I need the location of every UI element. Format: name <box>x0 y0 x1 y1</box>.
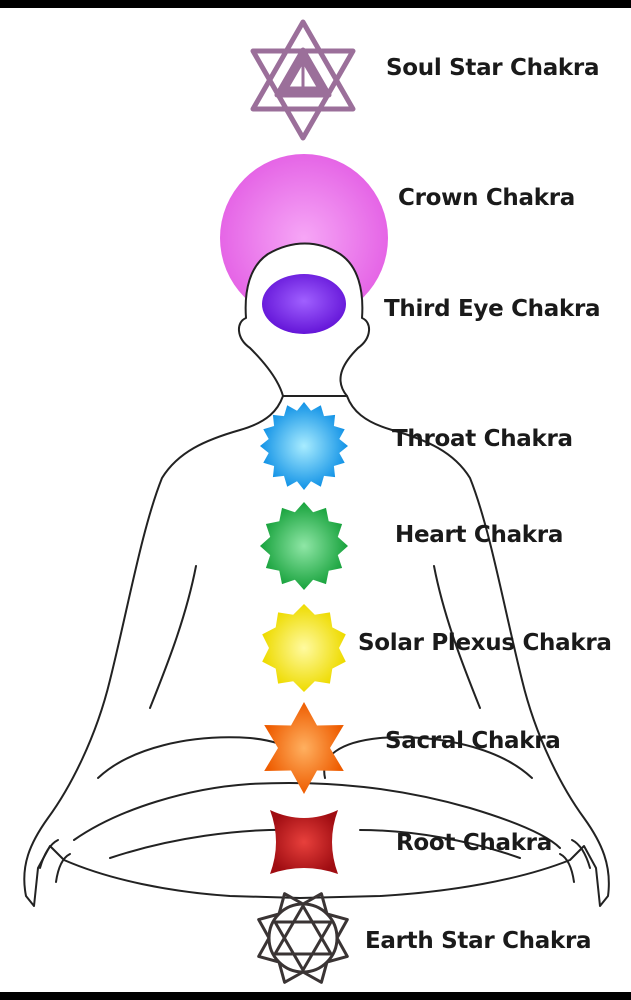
root-chakra-label: Root Chakra <box>396 830 552 856</box>
solar-plexus-chakra-icon <box>262 604 346 692</box>
soul-star-icon <box>250 19 356 141</box>
heart-chakra-label: Heart Chakra <box>395 522 564 548</box>
sacral-chakra-icon <box>264 702 344 794</box>
crown-chakra-label: Crown Chakra <box>398 185 575 211</box>
solar-plexus-chakra-label: Solar Plexus Chakra <box>358 630 612 656</box>
chakra-illustration <box>23 19 610 984</box>
root-chakra-icon <box>270 810 338 874</box>
throat-chakra-label: Throat Chakra <box>392 426 573 452</box>
earth-star-chakra-label: Earth Star Chakra <box>365 928 592 954</box>
earth-star-icon <box>257 892 349 984</box>
heart-chakra-icon <box>260 502 348 590</box>
third-eye-chakra-label: Third Eye Chakra <box>384 296 601 322</box>
soul-star-chakra-label: Soul Star Chakra <box>386 55 600 81</box>
third-eye-chakra-icon <box>262 274 346 334</box>
sacral-chakra-label: Sacral Chakra <box>385 728 561 754</box>
throat-chakra-icon <box>260 402 348 490</box>
diagram-panel: Soul Star Chakra Crown Chakra Third Eye … <box>0 8 631 992</box>
